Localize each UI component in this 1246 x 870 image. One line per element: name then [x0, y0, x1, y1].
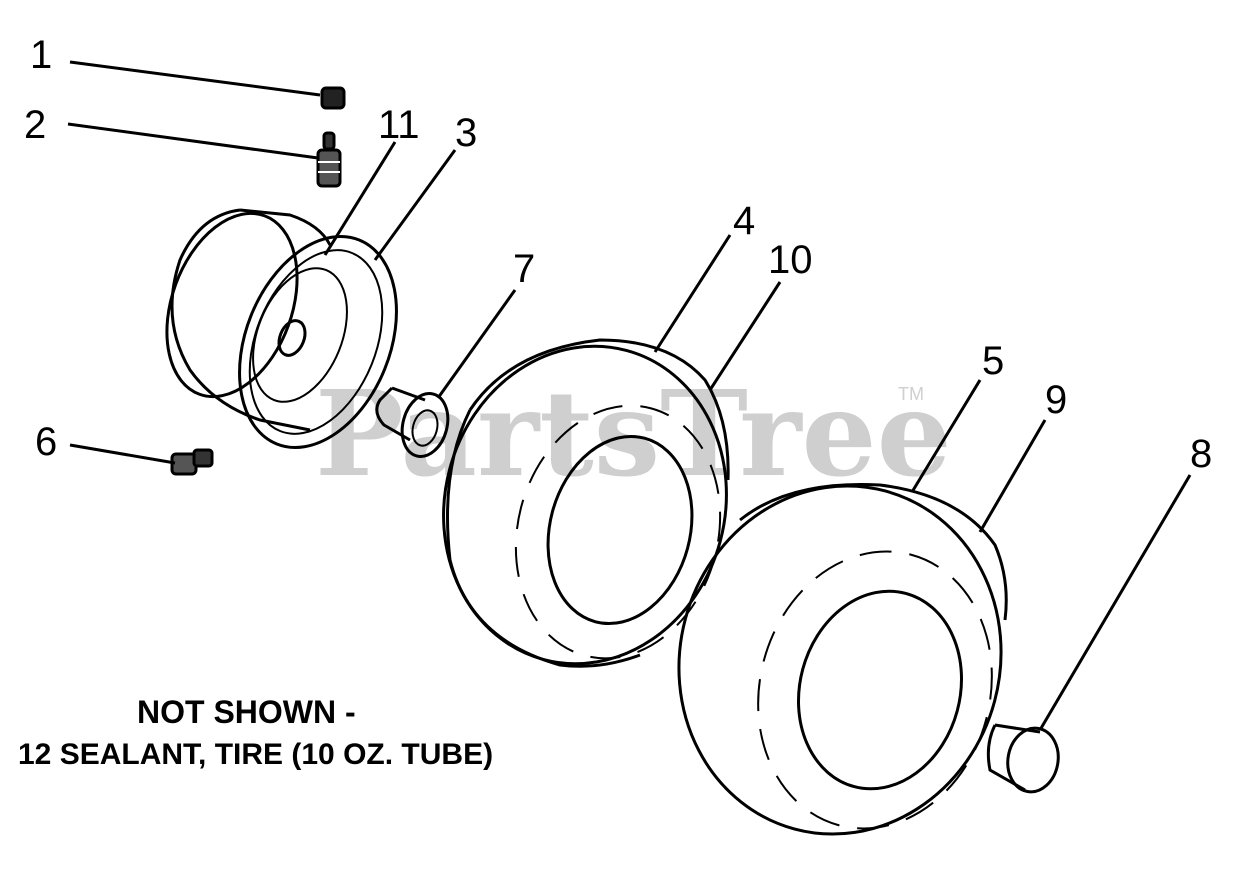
callout-6: 6	[35, 420, 57, 464]
callout-4: 4	[733, 199, 755, 243]
callout-7: 7	[513, 247, 535, 291]
callout-10: 10	[768, 238, 813, 282]
part-hub-cap	[986, 723, 1060, 794]
callout-2: 2	[24, 103, 46, 147]
not-shown-item: 12 SEALANT, TIRE (10 OZ. TUBE)	[18, 738, 494, 771]
leader-lines	[67, 60, 1192, 731]
callout-3: 3	[455, 111, 477, 155]
callout-5: 5	[982, 339, 1004, 383]
callout-8: 8	[1190, 432, 1212, 476]
watermark: PartsTree	[315, 364, 952, 503]
callout-11: 11	[378, 103, 420, 147]
not-shown-heading: NOT SHOWN -	[137, 694, 356, 730]
part-wheel-rim	[165, 208, 398, 449]
callout-9: 9	[1045, 378, 1067, 422]
part-grease-fitting	[170, 448, 214, 476]
watermark-trademark: TM	[898, 384, 924, 404]
callout-1: 1	[30, 33, 52, 77]
part-valve-cap	[320, 86, 346, 110]
part-bushing	[375, 386, 450, 458]
part-valve-stem	[316, 131, 342, 188]
part-rear-tire	[677, 482, 1008, 836]
